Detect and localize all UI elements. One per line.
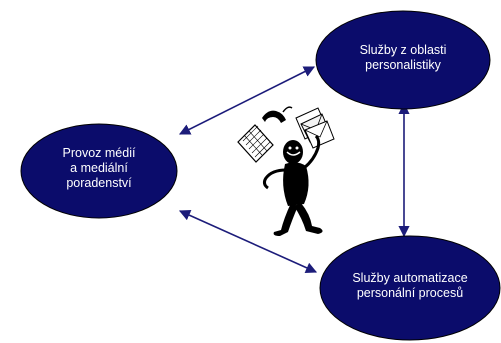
node-label-line: Služby automatizace: [352, 271, 468, 285]
juggling-person-icon: [237, 106, 335, 236]
node-label-bottom-right: Služby automatizace personální procesů: [350, 271, 470, 301]
node-label-line: Služby z oblasti: [359, 43, 447, 57]
node-label-line: Provoz médií: [62, 146, 136, 160]
node-bottom-right: [319, 235, 501, 341]
node-label-line: personální procesů: [356, 286, 464, 300]
node-label-line: personalistiky: [365, 58, 441, 72]
edge-left-to-bottom-right: [178, 210, 318, 273]
node-label-line: poradenství: [66, 176, 132, 190]
letters-icon: [295, 107, 335, 149]
node-label-top-right: Služby z oblasti personalistiky: [353, 43, 453, 73]
node-top-right: [315, 10, 491, 110]
node-label-line: a mediální: [70, 161, 128, 175]
keyboard-icon: [237, 124, 274, 163]
telephone-icon: [262, 106, 293, 123]
node-label-left: Provoz médií a mediální poradenství: [54, 146, 144, 191]
node-left: [20, 123, 178, 219]
edge-left-to-top-right: [178, 66, 316, 135]
